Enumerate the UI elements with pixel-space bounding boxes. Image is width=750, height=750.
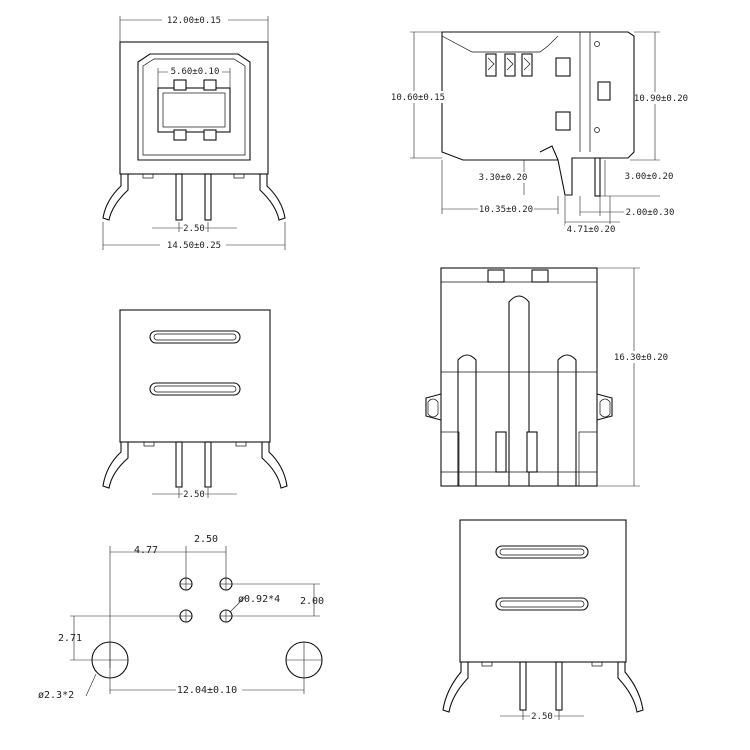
pcb-layout-view	[70, 546, 323, 697]
front-width-label: 12.00±0.15	[167, 16, 221, 26]
front-pin-pitch-label: 2.50	[183, 224, 205, 234]
offset-y-label: 2.71	[58, 633, 82, 644]
pin-offset-label: 3.30±0.20	[479, 173, 528, 183]
side-view	[441, 31, 635, 197]
pin-length-label: 3.00±0.20	[625, 172, 674, 182]
top-view-dimensions: 16.30±0.20	[597, 267, 668, 487]
side-total-height-label: 10.90±0.20	[634, 94, 688, 104]
pin-spacing-label: 2.00±0.30	[626, 208, 675, 218]
tab-width-label: 4.71±0.20	[567, 225, 616, 235]
back-pin-pitch-label: 2.50	[183, 490, 205, 500]
offset-x-label: 4.77	[134, 545, 158, 556]
port-width-label: 5.60±0.10	[171, 67, 220, 77]
side-body-height-label: 10.60±0.15	[391, 93, 445, 103]
back-bottom-dimensions: 2.50	[500, 710, 584, 722]
front-view	[102, 41, 286, 221]
overall-width-label: 14.50±0.25	[167, 241, 221, 251]
front-view-dimensions: 12.00±0.15 5.60±0.10 2.50 14.50±0.25	[102, 14, 286, 251]
top-view	[425, 267, 613, 487]
pitch-x-label: 2.50	[194, 534, 218, 545]
back-view-dimensions: 2.50	[152, 488, 237, 500]
back-bottom-view	[442, 519, 644, 713]
pcb-layout-dimensions: 4.77 2.50 ø0.92*4 2.00 2.71 ø2.3*2 12.04…	[38, 534, 324, 701]
body-depth-label: 10.35±0.20	[479, 205, 533, 215]
pitch-y-label: 2.00	[300, 596, 324, 607]
hole-diameter-label: ø0.92*4	[238, 594, 280, 605]
back-view	[102, 309, 288, 489]
side-view-dimensions: 10.60±0.15 10.90±0.20 3.30±0.20 3.00±0.2…	[384, 31, 688, 235]
bottom-pin-pitch-label: 2.50	[531, 712, 553, 722]
mount-hole-label: ø2.3*2	[38, 690, 74, 701]
mount-spacing-label: 12.04±0.10	[177, 685, 237, 696]
top-length-label: 16.30±0.20	[614, 353, 668, 363]
